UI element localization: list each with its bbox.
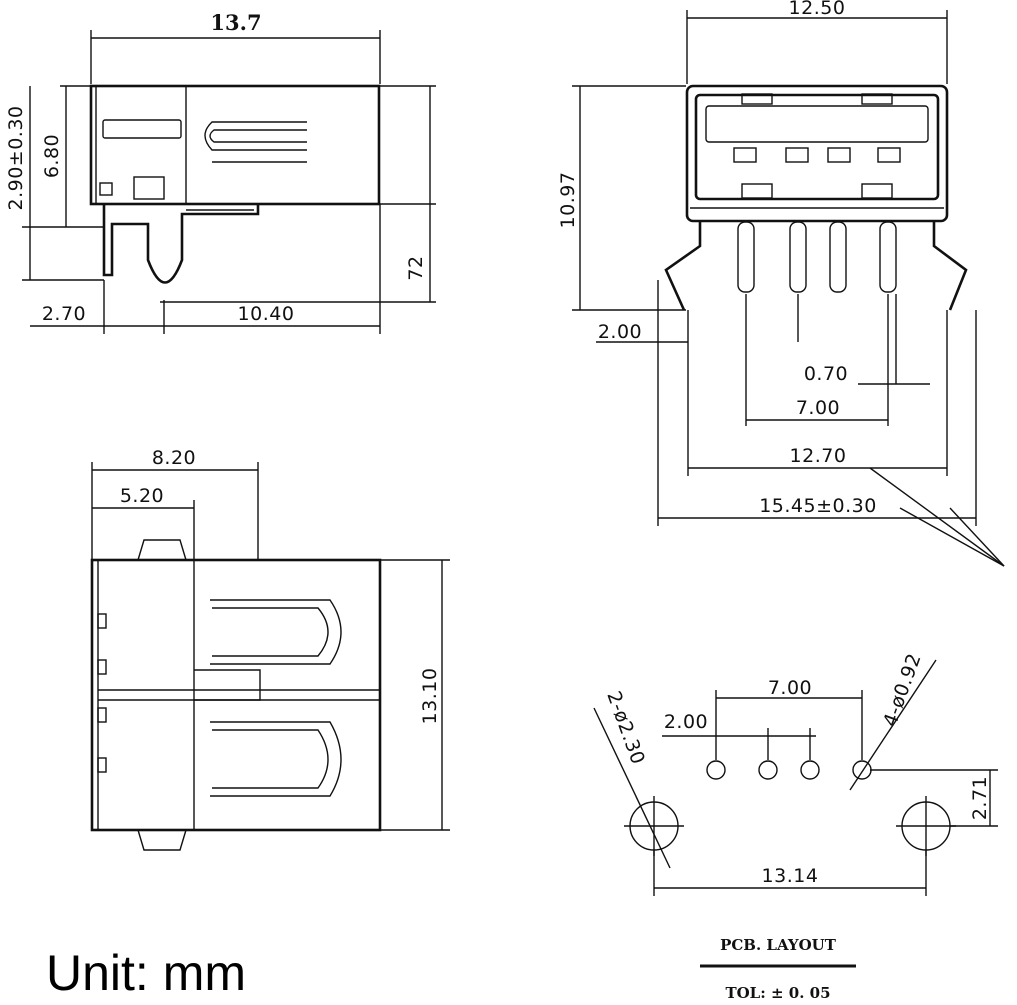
pcb-pin-spacing-total-label: 7.00 <box>768 677 812 699</box>
front-width-label: 12.50 <box>789 0 846 19</box>
front-view: 12.50 10.97 2.00 0.70 7.00 12.70 15.45±0… <box>557 0 1005 567</box>
side-pin-offset-label: 2.70 <box>42 303 86 325</box>
pcb-pin-spacing-label: 2.00 <box>664 711 708 733</box>
pcb-hole-label: 4-ø0.92 <box>879 650 926 729</box>
top-depth-label: 8.20 <box>152 447 196 469</box>
pcb-mount-spacing-label: 13.14 <box>762 865 819 887</box>
side-pin-length-label: 10.40 <box>238 303 295 325</box>
front-pin-span-label: 7.00 <box>796 397 840 419</box>
pcb-tolerance: TOL: ± 0. 05 <box>725 984 830 1002</box>
top-height-label: 13.10 <box>419 668 441 725</box>
pcb-offset-label: 2.71 <box>969 776 991 820</box>
side-tab-label: 2.90±0.30 <box>5 105 27 210</box>
side-width-label: 13.7 <box>210 10 261 35</box>
front-leg-span-label: 12.70 <box>790 445 847 467</box>
pcb-mount-hole-label: 2-ø2.30 <box>602 688 649 767</box>
side-total-height-label: 72 <box>405 255 427 280</box>
pcb-layout: 7.00 2.00 4-ø0.92 2-ø2.30 2.71 13.14 PCB… <box>593 650 998 1002</box>
front-pin-offset-label: 2.00 <box>598 321 642 343</box>
unit-label: Unit: mm <box>46 945 246 1001</box>
front-height-label: 10.97 <box>557 172 579 229</box>
front-total-width-label: 15.45±0.30 <box>759 495 877 517</box>
front-pin-width-label: 0.70 <box>804 363 848 385</box>
side-body-height-label: 6.80 <box>41 134 63 178</box>
side-view: 13.7 2.90±0.30 6.80 72 2.70 10.40 <box>5 10 436 334</box>
pcb-title: PCB. LAYOUT <box>720 936 837 954</box>
top-view: 8.20 5.20 13.10 <box>90 447 450 851</box>
top-depth-inner-label: 5.20 <box>120 485 164 507</box>
